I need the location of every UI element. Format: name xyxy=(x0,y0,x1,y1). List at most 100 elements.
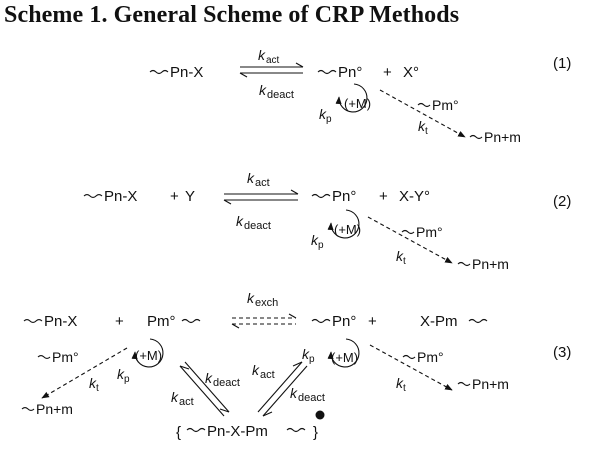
eq1-dead-chain: Pn+m xyxy=(484,129,521,145)
eq3-right-radical: Pn° xyxy=(332,313,356,330)
eq3-k-deact-left: k xyxy=(205,370,213,386)
eq3-partner-left: Pm° xyxy=(52,349,79,365)
polymer-chain-squiggle-icon xyxy=(286,427,306,433)
eq3-number: (3) xyxy=(553,344,571,361)
eq1-k-reverse: k xyxy=(259,82,267,98)
eq1-reverse-arrow-head xyxy=(239,72,248,78)
eq3-kp-right-sub: p xyxy=(309,354,315,365)
eq3-k-act-right: k xyxy=(252,362,260,378)
eq2-kt: k xyxy=(396,248,404,264)
eq3-k-act-right-sub: act xyxy=(260,369,275,381)
eq3-right-act-arrow-head xyxy=(292,361,303,367)
radical-dot-icon xyxy=(315,410,325,420)
eq3-right-dormant: X-Pm xyxy=(420,313,458,330)
eq3-intermediate-close: } xyxy=(313,424,318,441)
eq3-plus-right: + xyxy=(368,313,377,330)
equation-3: Pn-X + Pm° k exch Pn° + X-Pm (3) (+M) k … xyxy=(21,290,571,441)
eq1-product: Pn° xyxy=(338,64,362,81)
polymer-chain-squiggle-icon xyxy=(468,318,488,324)
eq3-kp-left-sub: p xyxy=(124,374,130,385)
eq3-left-act-arrow xyxy=(179,365,225,417)
eq2-number: (2) xyxy=(553,193,571,210)
polymer-chain-squiggle-icon xyxy=(149,69,169,75)
polymer-chain-squiggle-icon xyxy=(311,318,331,324)
eq2-reverse-arrow-head xyxy=(223,199,232,205)
eq3-kt-left-sub: t xyxy=(96,383,99,394)
eq3-exchange-forward-arrow-head xyxy=(288,313,297,319)
eq3-monomer-left: (+M) xyxy=(135,348,162,363)
eq1-kp-sub: p xyxy=(326,114,332,125)
eq3-k-exch-sub: exch xyxy=(255,297,278,309)
eq3-left-act-arrow-head xyxy=(179,365,190,370)
eq3-exchange-reverse-arrow-head xyxy=(231,323,240,329)
eq2-termination-arrow xyxy=(367,216,453,264)
equation-1: Pn-X k act k deact Pn° + X° (1) (+M) k p… xyxy=(149,47,571,145)
polymer-chain-squiggle-icon xyxy=(311,193,331,199)
eq3-monomer-right: (+M) xyxy=(331,350,358,365)
eq2-plus-2: + xyxy=(379,188,388,205)
eq3-k-deact-right: k xyxy=(290,385,298,401)
eq2-dead-chain: Pn+m xyxy=(472,256,509,272)
eq3-left-propagation-loop-icon xyxy=(131,338,164,368)
eq1-propagation-loop-icon xyxy=(335,83,368,113)
eq3-kt-right: k xyxy=(396,375,404,391)
eq2-k-forward: k xyxy=(247,170,255,186)
eq3-k-exch: k xyxy=(247,290,255,306)
eq3-right-propagation-loop-icon xyxy=(327,338,360,368)
eq2-kp-sub: p xyxy=(318,240,324,251)
eq2-monomer: (+M) xyxy=(334,222,361,237)
eq3-plus-left: + xyxy=(115,313,124,330)
eq1-monomer: (+M) xyxy=(344,96,371,111)
eq3-dead-right: Pn+m xyxy=(472,376,509,392)
eq3-intermediate-open: { xyxy=(176,424,181,441)
polymer-chain-squiggle-icon xyxy=(457,381,471,387)
eq1-k-reverse-sub: deact xyxy=(267,89,294,101)
eq3-left-deact-arrow xyxy=(184,361,230,413)
eq3-right-termination-arrow xyxy=(369,344,453,391)
polymer-chain-squiggle-icon xyxy=(417,102,431,108)
polymer-chain-squiggle-icon xyxy=(83,193,103,199)
eq3-left-radical: Pm° xyxy=(147,313,176,330)
eq3-k-deact-right-sub: deact xyxy=(298,392,325,404)
eq3-kp-left: k xyxy=(117,366,125,382)
eq1-number: (1) xyxy=(553,55,571,72)
polymer-chain-squiggle-icon xyxy=(186,427,206,433)
polymer-chain-squiggle-icon xyxy=(181,318,201,324)
eq3-right-deact-arrow xyxy=(262,365,308,417)
eq3-partner-right: Pm° xyxy=(417,349,444,365)
eq3-dead-left: Pn+m xyxy=(36,401,73,417)
eq2-product: Pn° xyxy=(332,188,356,205)
eq3-kp-right: k xyxy=(302,346,310,362)
eq1-reactant: Pn-X xyxy=(170,64,203,81)
eq3-right-deact-arrow-head xyxy=(262,411,273,417)
polymer-chain-squiggle-icon xyxy=(469,134,483,140)
eq2-k-reverse: k xyxy=(236,213,244,229)
eq2-k-reverse-sub: deact xyxy=(244,220,271,232)
eq1-coupling-partner: Pm° xyxy=(432,97,459,113)
polymer-chain-squiggle-icon xyxy=(457,261,471,267)
eq3-k-deact-left-sub: deact xyxy=(213,377,240,389)
eq1-forward-arrow-head xyxy=(295,62,304,68)
polymer-chain-squiggle-icon xyxy=(317,69,337,75)
eq1-plus: + xyxy=(383,64,392,81)
eq2-kp: k xyxy=(311,232,319,248)
eq1-k-forward: k xyxy=(258,47,266,63)
eq3-k-act-left: k xyxy=(171,389,179,405)
eq3-left-deact-arrow-head xyxy=(219,408,230,413)
eq3-k-act-left-sub: act xyxy=(179,396,194,408)
eq3-right-act-arrow xyxy=(257,361,303,413)
eq1-termination-arrow xyxy=(379,89,466,138)
polymer-chain-squiggle-icon xyxy=(23,318,43,324)
eq1-kp: k xyxy=(319,106,327,122)
eq3-kt-left: k xyxy=(89,375,97,391)
eq2-propagation-loop-icon xyxy=(327,209,360,239)
eq3-kt-right-sub: t xyxy=(403,383,406,394)
eq2-cap: X-Y° xyxy=(399,188,430,205)
eq2-forward-arrow-head xyxy=(290,189,299,195)
eq1-kt: k xyxy=(418,118,426,134)
eq2-reactant: Pn-X xyxy=(104,188,137,205)
eq1-kt-sub: t xyxy=(425,126,428,137)
eq1-k-forward-sub: act xyxy=(266,55,280,66)
polymer-chain-squiggle-icon xyxy=(402,354,416,360)
